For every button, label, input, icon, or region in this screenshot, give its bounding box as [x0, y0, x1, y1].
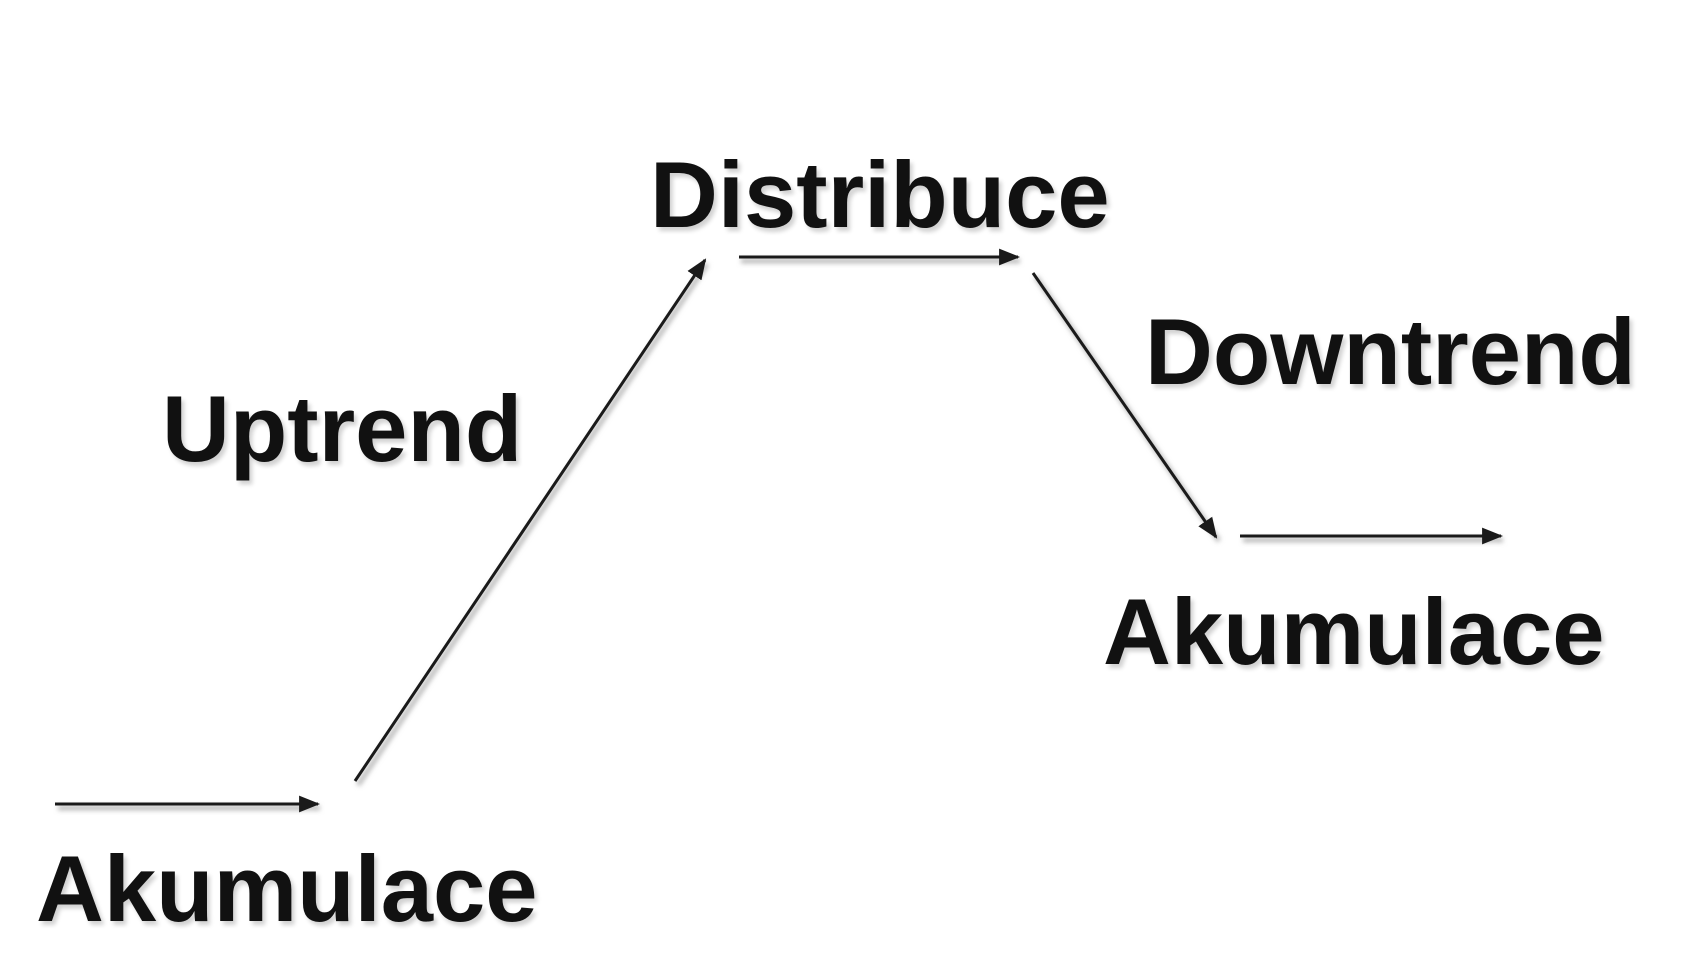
- stage-label-uptrend: Uptrend: [162, 376, 523, 481]
- arrow-uptrend: [353, 258, 707, 782]
- stage-label-downtrend: Downtrend: [1145, 299, 1636, 404]
- arrow-downtrend: [1031, 272, 1218, 539]
- stage-label-akumulace-right: Akumulace: [1103, 579, 1605, 684]
- stage-label-distribuce: Distribuce: [650, 142, 1110, 247]
- stage-label-akumulace-left: Akumulace: [36, 836, 538, 941]
